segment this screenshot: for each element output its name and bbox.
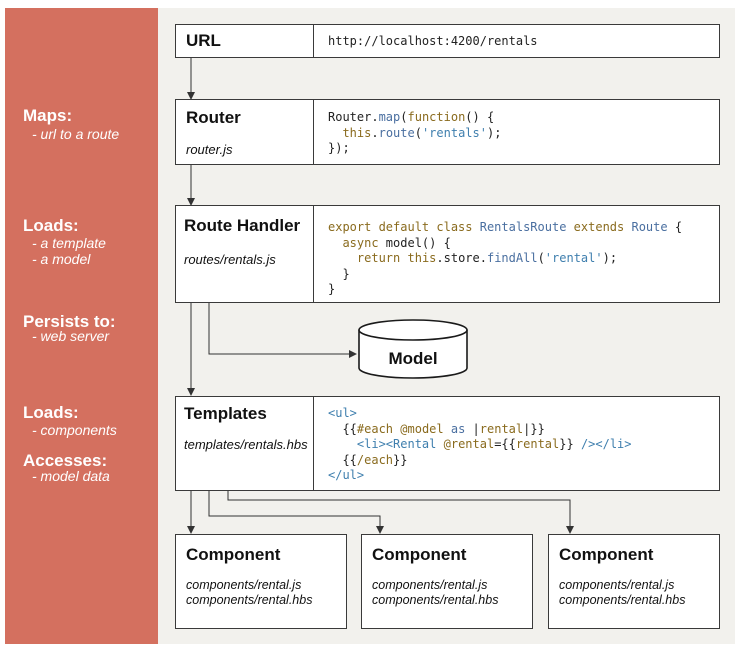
sidebar-heading-persists: Persists to: [23,312,116,331]
component-box-3: Component components/rental.js component… [548,534,720,629]
component-file-js: components/rental.js [372,578,488,592]
url-title: URL [186,31,221,50]
model-cylinder [358,319,468,379]
route-handler-code: export default class RentalsRoute extend… [328,220,683,296]
arrow-templates-to-component-2 [208,490,384,534]
component-title: Component [186,545,281,564]
component-file-hbs: components/rental.hbs [372,593,499,607]
sidebar-heading-loads-components: Loads: [23,403,79,422]
arrow-route-handler-to-model [208,302,357,358]
sidebar-heading-maps: Maps: [23,106,73,125]
templates-title: Templates [184,404,267,423]
router-code: Router.map(function() { this.route('rent… [328,110,502,155]
component-title: Component [372,545,467,564]
url-value: http://localhost:4200/rentals [328,34,538,48]
route-handler-title: Route Handler [184,216,301,235]
sidebar-sub-url-to-route: - url to a route [32,126,120,142]
component-file-hbs: components/rental.hbs [186,593,313,607]
sidebar-sub-model: - a model [32,251,91,267]
templates-file: templates/rentals.hbs [184,437,308,452]
component-box-2: Component components/rental.js component… [361,534,533,629]
route-handler-box: Route Handler routes/rentals.js export d… [175,205,720,303]
sidebar-sub-model-data: - model data [32,468,110,484]
templates-box: Templates templates/rentals.hbs <ul> {{#… [175,396,720,491]
component-file-js: components/rental.js [559,578,675,592]
sidebar-sub-template: - a template [32,235,106,251]
router-box: Router router.js Router.map(function() {… [175,99,720,165]
component-box-1: Component components/rental.js component… [175,534,347,629]
url-box: URL http://localhost:4200/rentals [175,24,720,58]
sidebar-sub-web-server: - web server [32,328,110,344]
templates-code: <ul> {{#each @model as |rental|}} <li><R… [328,406,632,482]
component-title: Component [559,545,654,564]
component-file-hbs: components/rental.hbs [559,593,686,607]
route-handler-file: routes/rentals.js [184,252,276,267]
component-file-js: components/rental.js [186,578,302,592]
model-label: Model [388,349,437,368]
router-title: Router [186,108,241,127]
router-file: router.js [186,142,233,157]
sidebar [5,8,158,644]
arrow-templates-to-component-3 [227,490,574,534]
sidebar-heading-loads: Loads: [23,216,79,235]
sidebar-sub-components: - components [32,422,117,438]
sidebar-heading-accesses: Accesses: [23,451,108,470]
